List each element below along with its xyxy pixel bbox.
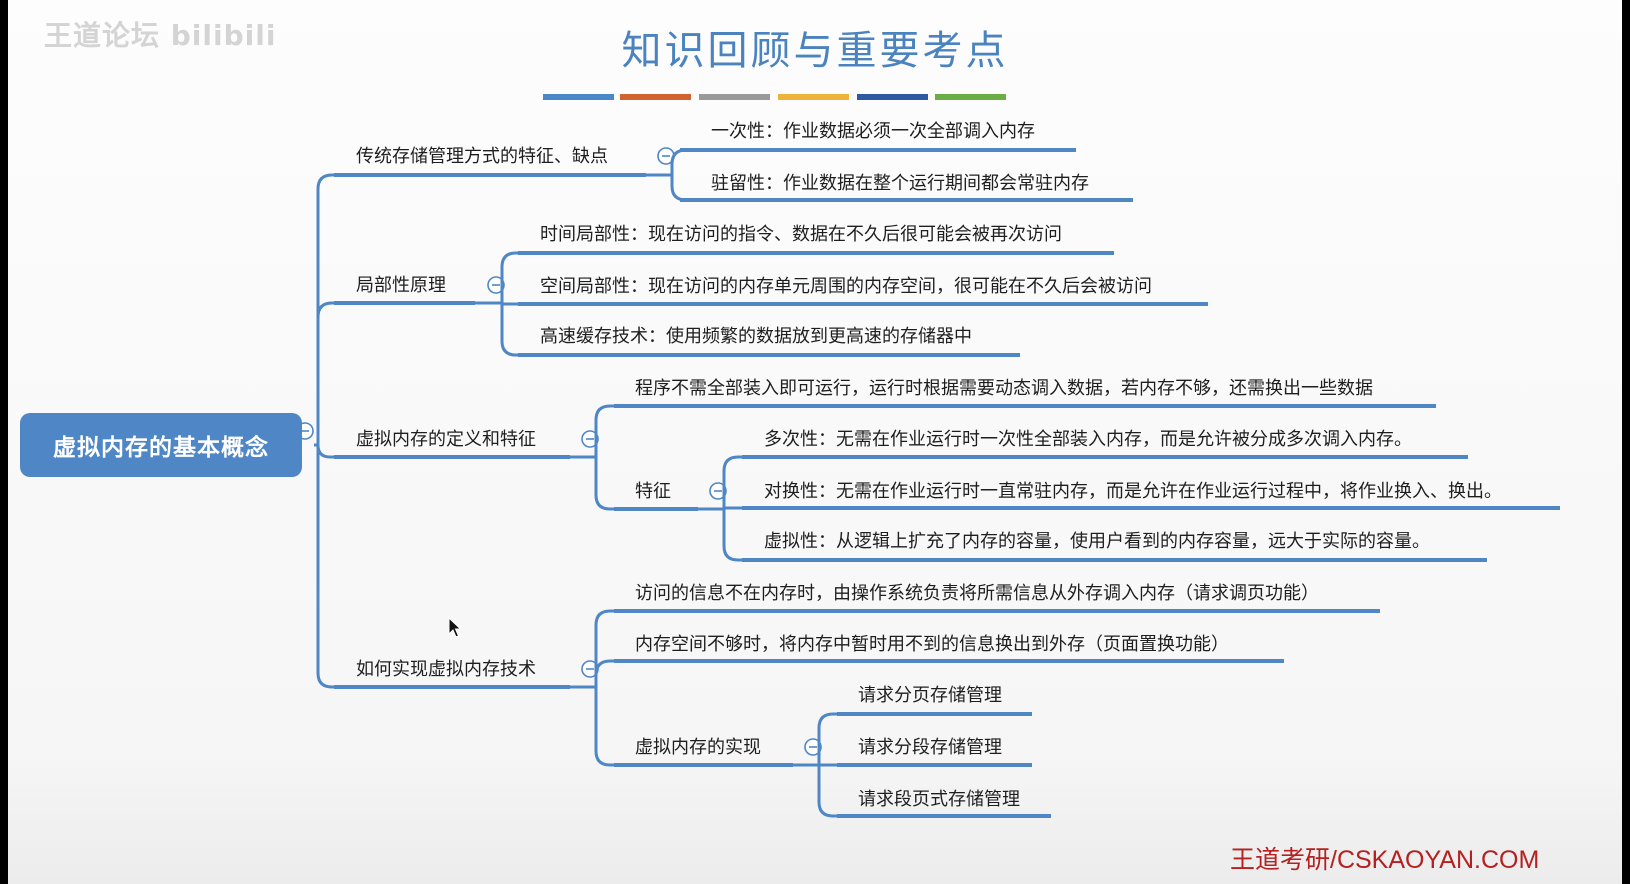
branch-3-child-0[interactable]: 访问的信息不在内存时，由操作系统负责将所需信息从外存调入内存（请求调页功能） [635,583,1319,604]
mouse-cursor-icon [448,617,462,638]
branch-1-child-1[interactable]: 空间局部性：现在访问的内存单元周围的内存空间，很可能在不久后会被访问 [540,276,1152,297]
branch-3-child-2-child-2[interactable]: 请求段页式存储管理 [858,789,1020,810]
branch-3-child-2[interactable]: 虚拟内存的实现 [635,737,761,758]
branch-2-collapse-toggle[interactable] [581,430,599,448]
accent-bar-3 [778,94,849,100]
branch-1[interactable]: 局部性原理 [356,275,446,296]
branch-3-child-2-child-0[interactable]: 请求分页存储管理 [858,685,1002,706]
accent-bar-1 [620,94,691,100]
branch-0[interactable]: 传统存储管理方式的特征、缺点 [356,146,608,167]
branch-1-child-2[interactable]: 高速缓存技术：使用频繁的数据放到更高速的存储器中 [540,326,972,347]
branch-3-child-2-child-1[interactable]: 请求分段存储管理 [858,737,1002,758]
page-title: 知识回顾与重要考点 [621,28,1009,74]
branch-1-child-0[interactable]: 时间局部性：现在访问的指令、数据在不久后很可能会被再次访问 [540,224,1062,245]
branch-2-child-1[interactable]: 特征 [635,481,671,502]
slide: 王道论坛 bilibili 知识回顾与重要考点 传统存储管理方式的特征、缺点 一次… [8,0,1622,884]
watermark: 王道论坛 bilibili [44,19,277,52]
branch-2-child-1-child-2[interactable]: 虚拟性：从逻辑上扩充了内存的容量，使用户看到的内存容量，远大于实际的容量。 [764,531,1430,552]
footer-brand: 王道考研/CSKAOYAN.COM [1230,846,1540,874]
branch-3-child-1[interactable]: 内存空间不够时，将内存中暂时用不到的信息换出到外存（页面置换功能） [635,634,1229,655]
branch-2[interactable]: 虚拟内存的定义和特征 [356,429,536,450]
branch-0-child-0[interactable]: 一次性：作业数据必须一次全部调入内存 [711,121,1035,142]
branch-2-child-0[interactable]: 程序不需全部装入即可运行，运行时根据需要动态调入数据，若内存不够，还需换出一些数… [635,378,1373,399]
branch-3-child-2-collapse-toggle[interactable] [804,738,822,756]
branch-0-child-1[interactable]: 驻留性：作业数据在整个运行期间都会常驻内存 [711,173,1089,194]
branch-1-collapse-toggle[interactable] [487,276,505,294]
accent-bar-4 [857,94,928,100]
mind-map: 传统存储管理方式的特征、缺点 一次性：作业数据必须一次全部调入内存驻留性：作业数据… [296,94,1560,818]
accent-bar-2 [699,94,770,100]
accent-bar-5 [935,94,1006,100]
accent-bar-0 [543,94,614,100]
branch-2-child-1-child-0[interactable]: 多次性：无需在作业运行时一次性全部装入内存，而是允许被分成多次调入内存。 [764,429,1412,450]
branch-2-child-1-collapse-toggle[interactable] [709,482,727,500]
branch-3[interactable]: 如何实现虚拟内存技术 [356,659,536,680]
root-node[interactable]: 虚拟内存的基本概念 [20,413,302,477]
branch-2-child-1-child-1[interactable]: 对换性：无需在作业运行时一直常驻内存，而是允许在作业运行过程中，将作业换入、换出… [764,481,1502,502]
